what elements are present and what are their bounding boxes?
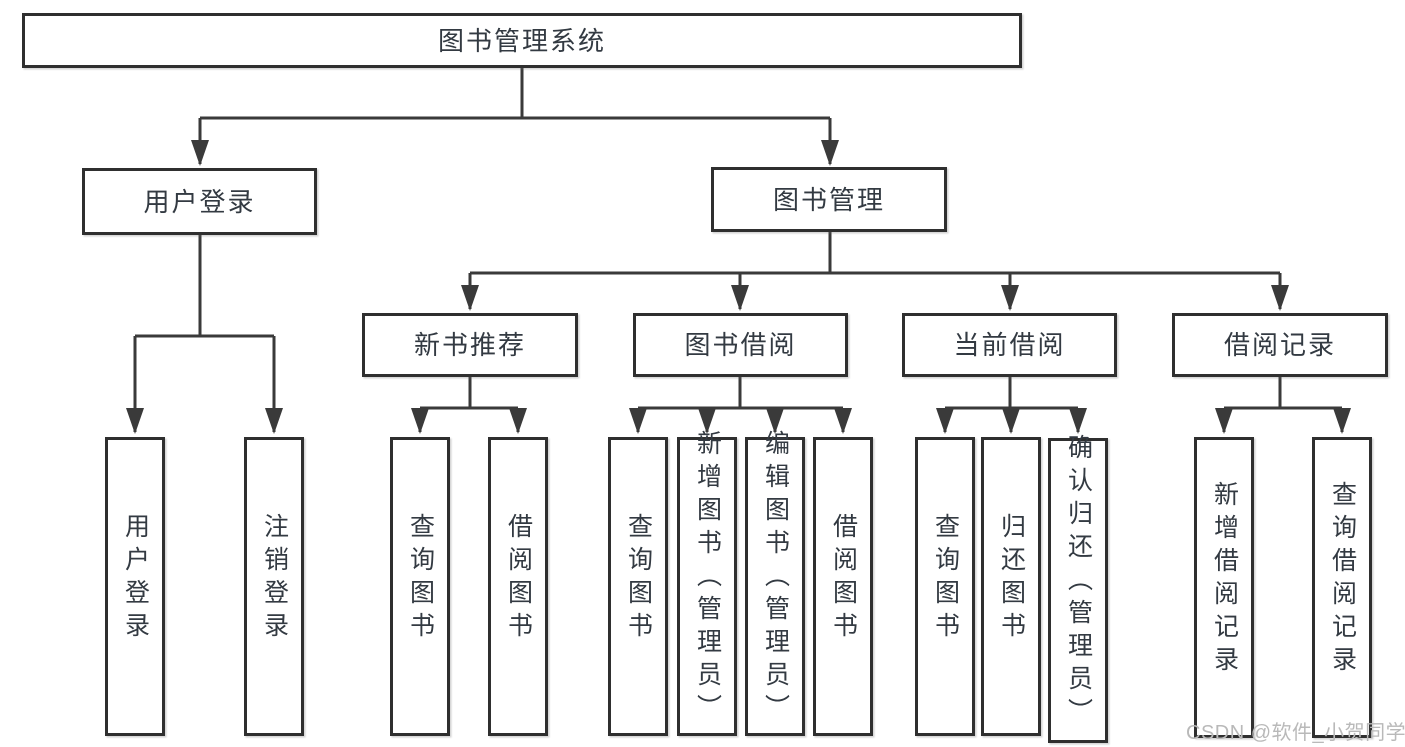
leaf-br-query-record: 查询借阅记录 xyxy=(1312,437,1372,738)
leaf-br-query-record-label: 查询借阅记录 xyxy=(1328,480,1357,679)
leaf-bb-query-books: 查询图书 xyxy=(608,437,668,736)
node-root: 图书管理系统 xyxy=(22,13,1022,68)
node-book-borrowing-label: 图书借阅 xyxy=(684,330,797,360)
node-new-book-recommend-label: 新书推荐 xyxy=(413,330,526,360)
node-book-management-label: 图书管理 xyxy=(772,184,885,215)
leaf-bb-edit-books-admin-label: 编辑图书（管理员） xyxy=(761,430,790,727)
leaf-bb-borrow-books: 借阅图书 xyxy=(813,437,873,736)
leaf-bb-add-books-admin: 新增图书（管理员） xyxy=(677,430,737,736)
connector-new-book-split xyxy=(420,377,518,410)
node-current-borrowing-label: 当前借阅 xyxy=(953,330,1066,360)
node-borrowing-records-label: 借阅记录 xyxy=(1223,330,1336,360)
leaf-user-login-label: 用户登录 xyxy=(121,512,150,645)
leaf-nb-borrow-books: 借阅图书 xyxy=(488,437,548,736)
watermark-text: CSDN @软件_小贺同学 xyxy=(1186,722,1405,744)
connector-book-borrow-split xyxy=(638,377,843,410)
leaf-cb-confirm-return-admin: 确认归还（管理员） xyxy=(1048,434,1108,743)
node-user-login: 用户登录 xyxy=(82,168,317,235)
connector-current-borrow-split xyxy=(945,377,1078,410)
connector-borrow-record-split xyxy=(1224,377,1342,410)
node-user-login-label: 用户登录 xyxy=(143,186,256,217)
node-new-book-recommend: 新书推荐 xyxy=(362,313,578,377)
leaf-nb-query-books-label: 查询图书 xyxy=(406,512,435,645)
leaf-bb-edit-books-admin: 编辑图书（管理员） xyxy=(745,430,805,736)
leaf-bb-borrow-books-label: 借阅图书 xyxy=(829,512,858,645)
leaf-cb-query-books-label: 查询图书 xyxy=(931,512,960,645)
leaf-user-login: 用户登录 xyxy=(105,437,165,736)
leaf-cb-confirm-return-admin-label: 确认归还（管理员） xyxy=(1064,434,1093,731)
node-root-label: 图书管理系统 xyxy=(437,25,606,56)
node-current-borrowing: 当前借阅 xyxy=(902,313,1117,377)
leaf-br-add-record-label: 新增借阅记录 xyxy=(1210,480,1239,679)
leaf-bb-add-books-admin-label: 新增图书（管理员） xyxy=(693,430,722,727)
node-borrowing-records: 借阅记录 xyxy=(1172,313,1388,377)
leaf-bb-query-books-label: 查询图书 xyxy=(624,512,653,645)
node-book-borrowing: 图书借阅 xyxy=(633,313,848,377)
leaf-cb-return-books: 归还图书 xyxy=(981,437,1041,736)
connector-root-split xyxy=(200,68,830,120)
node-book-management: 图书管理 xyxy=(711,167,947,232)
leaf-br-add-record: 新增借阅记录 xyxy=(1194,437,1254,738)
leaf-cb-return-books-label: 归还图书 xyxy=(997,512,1026,645)
connector-book-mgmt-split xyxy=(470,232,1280,275)
leaf-nb-query-books: 查询图书 xyxy=(390,437,450,736)
leaf-logout-label: 注销登录 xyxy=(260,512,289,645)
leaf-cb-query-books: 查询图书 xyxy=(915,437,975,736)
leaf-logout: 注销登录 xyxy=(244,437,304,736)
connector-user-login-split xyxy=(135,235,274,338)
leaf-nb-borrow-books-label: 借阅图书 xyxy=(504,512,533,645)
